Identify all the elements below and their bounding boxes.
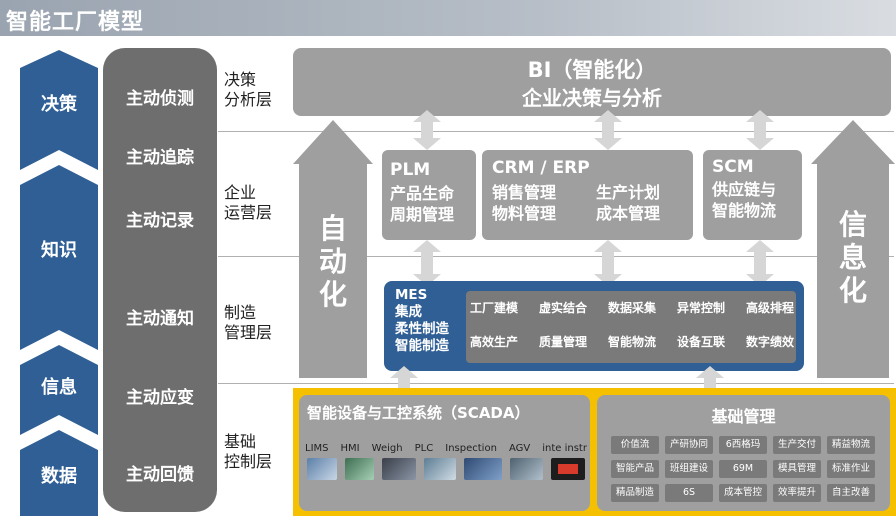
action-label: 主动应变 bbox=[126, 388, 194, 408]
base-cell: 产研协同 bbox=[665, 436, 713, 454]
scm-box bbox=[703, 150, 802, 240]
base-grid: 价值流 产研协同 6西格玛 生产交付 精益物流 智能产品 班组建设 69M 模具… bbox=[611, 436, 877, 502]
action-label: 主动记录 bbox=[126, 211, 194, 231]
crm-col2: 生产计划 成本管理 bbox=[596, 183, 661, 223]
base-cell: 精品制造 bbox=[611, 484, 659, 502]
mes-feature: 质量管理 bbox=[538, 335, 587, 349]
scada-panel bbox=[299, 395, 590, 511]
device-label: LIMS bbox=[305, 443, 329, 454]
chevron-label: 信息 bbox=[41, 377, 77, 398]
action-label: 主动侦测 bbox=[126, 89, 194, 109]
divider bbox=[218, 131, 894, 132]
plc-image bbox=[424, 458, 456, 480]
device-images bbox=[307, 458, 585, 480]
mes-feature: 高级排程 bbox=[745, 301, 794, 315]
mes-row: 工厂建模 虚实结合 数据采集 异常控制 高级排程 bbox=[470, 299, 794, 316]
hmi-image bbox=[344, 458, 375, 480]
base-cell: 模具管理 bbox=[773, 460, 821, 478]
level-label: 基础 控制层 bbox=[224, 432, 273, 471]
chevron-info bbox=[20, 345, 98, 435]
base-cell: 价值流 bbox=[611, 436, 659, 454]
device-label: Weigh bbox=[371, 443, 403, 454]
base-cell: 6西格玛 bbox=[719, 436, 767, 454]
base-cell: 标准作业 bbox=[827, 460, 875, 478]
agv-image bbox=[509, 458, 544, 480]
instrument-display bbox=[558, 464, 579, 474]
action-label: 主动通知 bbox=[126, 309, 194, 329]
chevron-knowledge bbox=[20, 165, 98, 350]
chevron-decision bbox=[20, 50, 98, 170]
title-bar bbox=[0, 0, 896, 36]
weigh-image bbox=[382, 458, 417, 480]
mes-feature: 数据采集 bbox=[607, 301, 656, 315]
connector-arrows-mid bbox=[413, 240, 774, 286]
lims-image bbox=[307, 458, 337, 480]
action-column bbox=[103, 48, 217, 512]
crm-erp-box bbox=[482, 150, 693, 240]
mes-title: MES 集成 柔性制造 智能制造 bbox=[395, 287, 449, 354]
device-label: HMI bbox=[340, 443, 360, 454]
inspection-image bbox=[463, 458, 502, 480]
scada-title: 智能设备与工控系统（SCADA） bbox=[307, 404, 530, 422]
mes-row: 高效生产 质量管理 智能物流 设备互联 数字绩效 bbox=[470, 333, 794, 350]
mes-feature: 高效生产 bbox=[470, 335, 519, 349]
divider bbox=[218, 383, 894, 384]
level-label: 决策 分析层 bbox=[224, 70, 273, 109]
informatization-arrow bbox=[811, 120, 895, 378]
level-label: 制造 管理层 bbox=[224, 303, 273, 342]
mes-feature: 异常控制 bbox=[676, 301, 725, 315]
plm-title: PLM bbox=[390, 160, 431, 180]
mes-feature: 智能物流 bbox=[607, 335, 656, 349]
base-cell: 自主改善 bbox=[827, 484, 875, 502]
mes-feature-panel bbox=[466, 291, 796, 363]
base-title: 基础管理 bbox=[711, 407, 776, 426]
device-label: PLC bbox=[414, 443, 434, 454]
base-cell: 69M bbox=[719, 460, 767, 478]
mes-feature: 设备互联 bbox=[676, 335, 725, 349]
bi-subtitle: 企业决策与分析 bbox=[522, 86, 662, 110]
chevron-column bbox=[20, 50, 98, 516]
base-cell: 6S bbox=[665, 484, 713, 502]
chevron-label: 决策 bbox=[41, 94, 77, 115]
device-label: AGV bbox=[508, 443, 531, 454]
divider bbox=[218, 256, 894, 257]
mes-feature: 数字绩效 bbox=[745, 335, 794, 349]
device-row: LIMS HMI Weigh PLC Inspection AGV inte i… bbox=[305, 443, 587, 454]
level-label: 企业 运营层 bbox=[224, 183, 273, 222]
plm-body: 产品生命 周期管理 bbox=[390, 184, 455, 224]
scm-body: 供应链与 智能物流 bbox=[712, 180, 777, 220]
plm-box bbox=[382, 150, 476, 240]
action-label: 主动追踪 bbox=[126, 148, 194, 168]
base-cell: 效率提升 bbox=[773, 484, 821, 502]
automation-arrow bbox=[293, 120, 373, 378]
chevron-label: 知识 bbox=[41, 240, 77, 261]
page-title: 智能工厂模型 bbox=[6, 10, 145, 35]
scm-title: SCM bbox=[712, 157, 754, 177]
base-cell: 智能产品 bbox=[611, 460, 659, 478]
connector-arrows-top bbox=[413, 110, 774, 150]
base-cell: 精益物流 bbox=[827, 436, 875, 454]
base-cell: 班组建设 bbox=[665, 460, 713, 478]
instrument-image bbox=[551, 458, 585, 480]
crm-col1: 销售管理 物料管理 bbox=[492, 183, 557, 223]
device-label: inte instr bbox=[542, 443, 587, 454]
bi-title: BI（智能化） bbox=[527, 58, 657, 82]
chevron-label: 数据 bbox=[41, 466, 77, 487]
automation-label: 自 动 化 bbox=[318, 212, 347, 311]
chevron-data bbox=[20, 430, 98, 516]
mes-feature: 虚实结合 bbox=[538, 301, 587, 315]
crm-title: CRM / ERP bbox=[492, 158, 590, 178]
informatization-label: 信 息 化 bbox=[838, 208, 867, 307]
base-cell: 成本管控 bbox=[719, 484, 767, 502]
bi-box bbox=[293, 48, 891, 116]
device-label: Inspection bbox=[445, 443, 497, 454]
action-label: 主动回馈 bbox=[126, 465, 194, 485]
mes-feature: 工厂建模 bbox=[470, 301, 519, 315]
base-cell: 生产交付 bbox=[773, 436, 821, 454]
